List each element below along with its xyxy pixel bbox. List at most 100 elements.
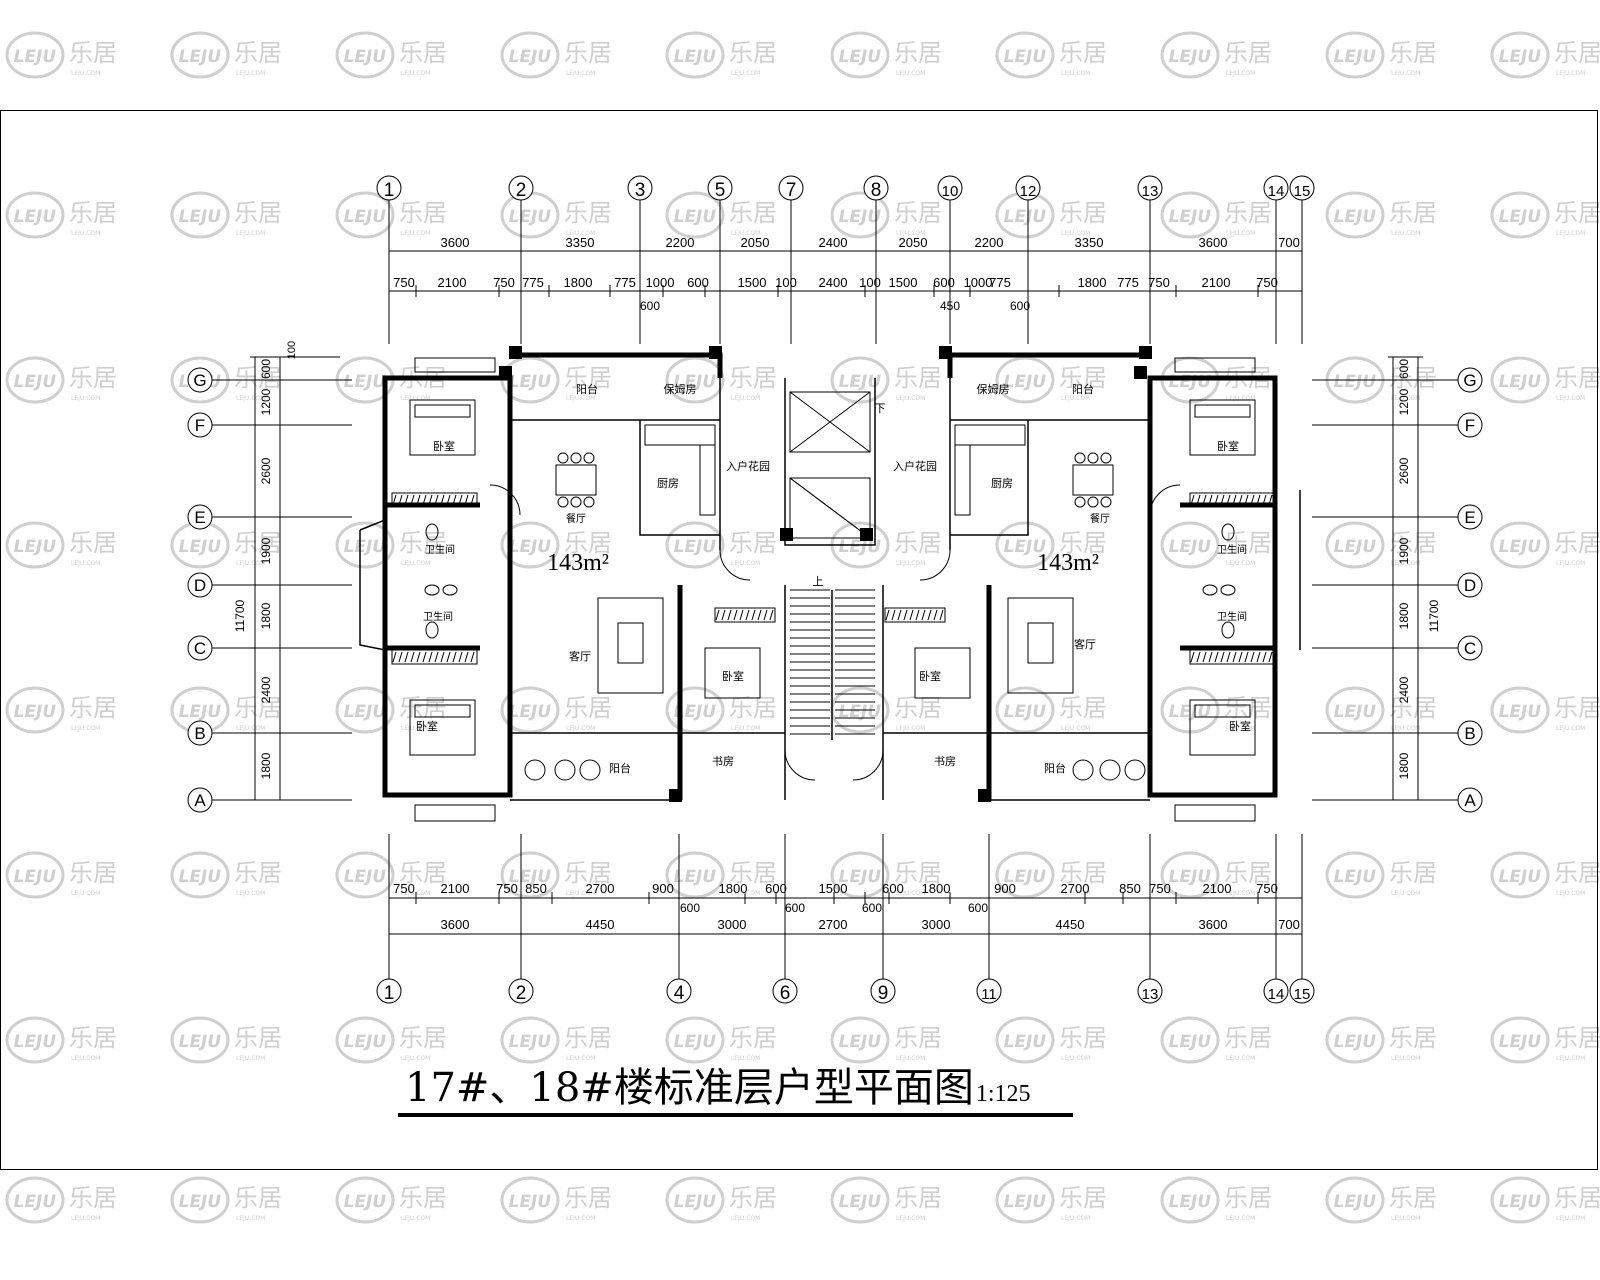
watermark-brand-text: 乐居 (1224, 39, 1272, 67)
top-axis-label: 2 (516, 180, 527, 201)
watermark-logo-ring (665, 191, 725, 239)
watermark-logo-ring (500, 1016, 560, 1064)
top-axis-label: 7 (786, 180, 797, 201)
watermark-sub-text: LEJU.COM (236, 70, 265, 77)
watermark-logo-text: LEJU (342, 867, 388, 887)
watermark-logo-ring (1490, 521, 1550, 569)
room-label-dining: 餐厅 (1090, 512, 1110, 525)
dim-bottom-overall: 4450 (586, 917, 615, 932)
room-label-entry-garden: 入户花园 (726, 459, 770, 473)
watermark-sub-text: LEJU.COM (236, 1215, 265, 1222)
watermark-logo-text: LEJU (177, 207, 223, 227)
sofa-set (1007, 597, 1074, 694)
drawing-frame (0, 110, 1598, 1170)
watermark-brand-text: 乐居 (234, 859, 282, 887)
toilet (425, 523, 439, 541)
watermark-brand-text: 乐居 (69, 529, 117, 557)
watermark-sub-text: LEJU.COM (236, 725, 265, 732)
structural-column (978, 789, 991, 802)
dim-top-overall: 2400 (819, 235, 848, 250)
structural-column (939, 346, 952, 359)
watermark-logo-ring (335, 1016, 395, 1064)
watermark-logo-ring (335, 1176, 395, 1224)
watermark-logo-text: LEJU (342, 372, 388, 392)
hatch (739, 609, 744, 621)
structural-column (669, 789, 682, 802)
watermark-brand-text: 乐居 (1554, 859, 1600, 887)
dim-top-detail: 750 (1256, 275, 1278, 290)
watermark-sub-text: LEJU.COM (1226, 395, 1255, 402)
watermark-sub-text: LEJU.COM (236, 230, 265, 237)
top-axis-label: 1 (384, 180, 395, 201)
watermark-logo-ring (1160, 1016, 1220, 1064)
watermark-brand-text: 乐居 (1224, 1024, 1272, 1052)
watermark-logo-ring (500, 1176, 560, 1224)
watermark-brand-text: 乐居 (1389, 199, 1437, 227)
watermark-brand-text: 乐居 (894, 1184, 942, 1212)
watermark-logo-text: LEJU (672, 1032, 718, 1052)
watermark-sub-text: LEJU.COM (896, 890, 925, 897)
watermark-sub-text: LEJU.COM (1226, 230, 1255, 237)
watermark-logo-text: LEJU (12, 537, 58, 557)
dim-right-total: 11700 (1427, 599, 1441, 632)
dim-top-overall: 2050 (741, 235, 770, 250)
room-label-bedroom: 卧室 (1229, 719, 1251, 733)
dim-top-overall: 3350 (1075, 235, 1104, 250)
hatch (1268, 651, 1273, 663)
door-swing (852, 749, 884, 781)
dim-top-overall: 3600 (441, 235, 470, 250)
watermark-logo-text: LEJU (342, 1032, 388, 1052)
watermark-brand-text: 乐居 (729, 364, 777, 392)
dim-top-detail: 100 (859, 275, 881, 290)
inner-wall (359, 530, 386, 651)
watermark-brand-text: 乐居 (1059, 859, 1107, 887)
watermark-brand-text: 乐居 (894, 529, 942, 557)
watermark-brand-text: 乐居 (564, 529, 612, 557)
watermark-sub-text: LEJU.COM (566, 395, 595, 402)
hatch (1244, 494, 1249, 506)
wall (947, 352, 1145, 378)
watermark-logo-text: LEJU (1002, 1192, 1048, 1212)
dim-top-detail: 750 (493, 275, 515, 290)
dim-top-detail: 1000 (646, 275, 675, 290)
watermark-logo-ring (1325, 1176, 1385, 1224)
bottom-axis-label: 4 (674, 983, 685, 1004)
hatch (1190, 494, 1195, 506)
watermark-sub-text: LEJU.COM (401, 395, 430, 402)
watermark-logo-text: LEJU (1332, 47, 1378, 67)
hatch (1226, 494, 1231, 506)
watermark-sub-text: LEJU.COM (731, 70, 760, 77)
hatch (1256, 494, 1261, 506)
watermark-sub-text: LEJU.COM (566, 890, 595, 897)
dim-bottom-overall: 700 (1278, 917, 1300, 932)
watermark-sub-text: LEJU.COM (1061, 70, 1090, 77)
watermark-brand-text: 乐居 (1554, 1024, 1600, 1052)
dim-top-detail: 775 (1117, 275, 1139, 290)
watermark-logo-text: LEJU (342, 537, 388, 557)
dim-top-overall: 2200 (666, 235, 695, 250)
watermark-sub-text: LEJU.COM (566, 230, 595, 237)
wall (382, 375, 513, 798)
hatch (470, 651, 475, 663)
watermark-brand-text: 乐居 (399, 529, 447, 557)
hatch (1220, 494, 1225, 506)
hatch (392, 494, 397, 506)
watermark-logo-text: LEJU (1167, 537, 1213, 557)
top-axis-label: 13 (1142, 183, 1159, 200)
watermark-sub-text: LEJU.COM (1391, 1215, 1420, 1222)
bottom-axis-label: 11 (981, 986, 997, 1003)
watermark-logo-ring (995, 851, 1055, 899)
structural-column (780, 528, 793, 541)
structural-column (499, 366, 512, 379)
watermark-sub-text: LEJU.COM (896, 1055, 925, 1062)
watermark-brand-text: 乐居 (399, 859, 447, 887)
